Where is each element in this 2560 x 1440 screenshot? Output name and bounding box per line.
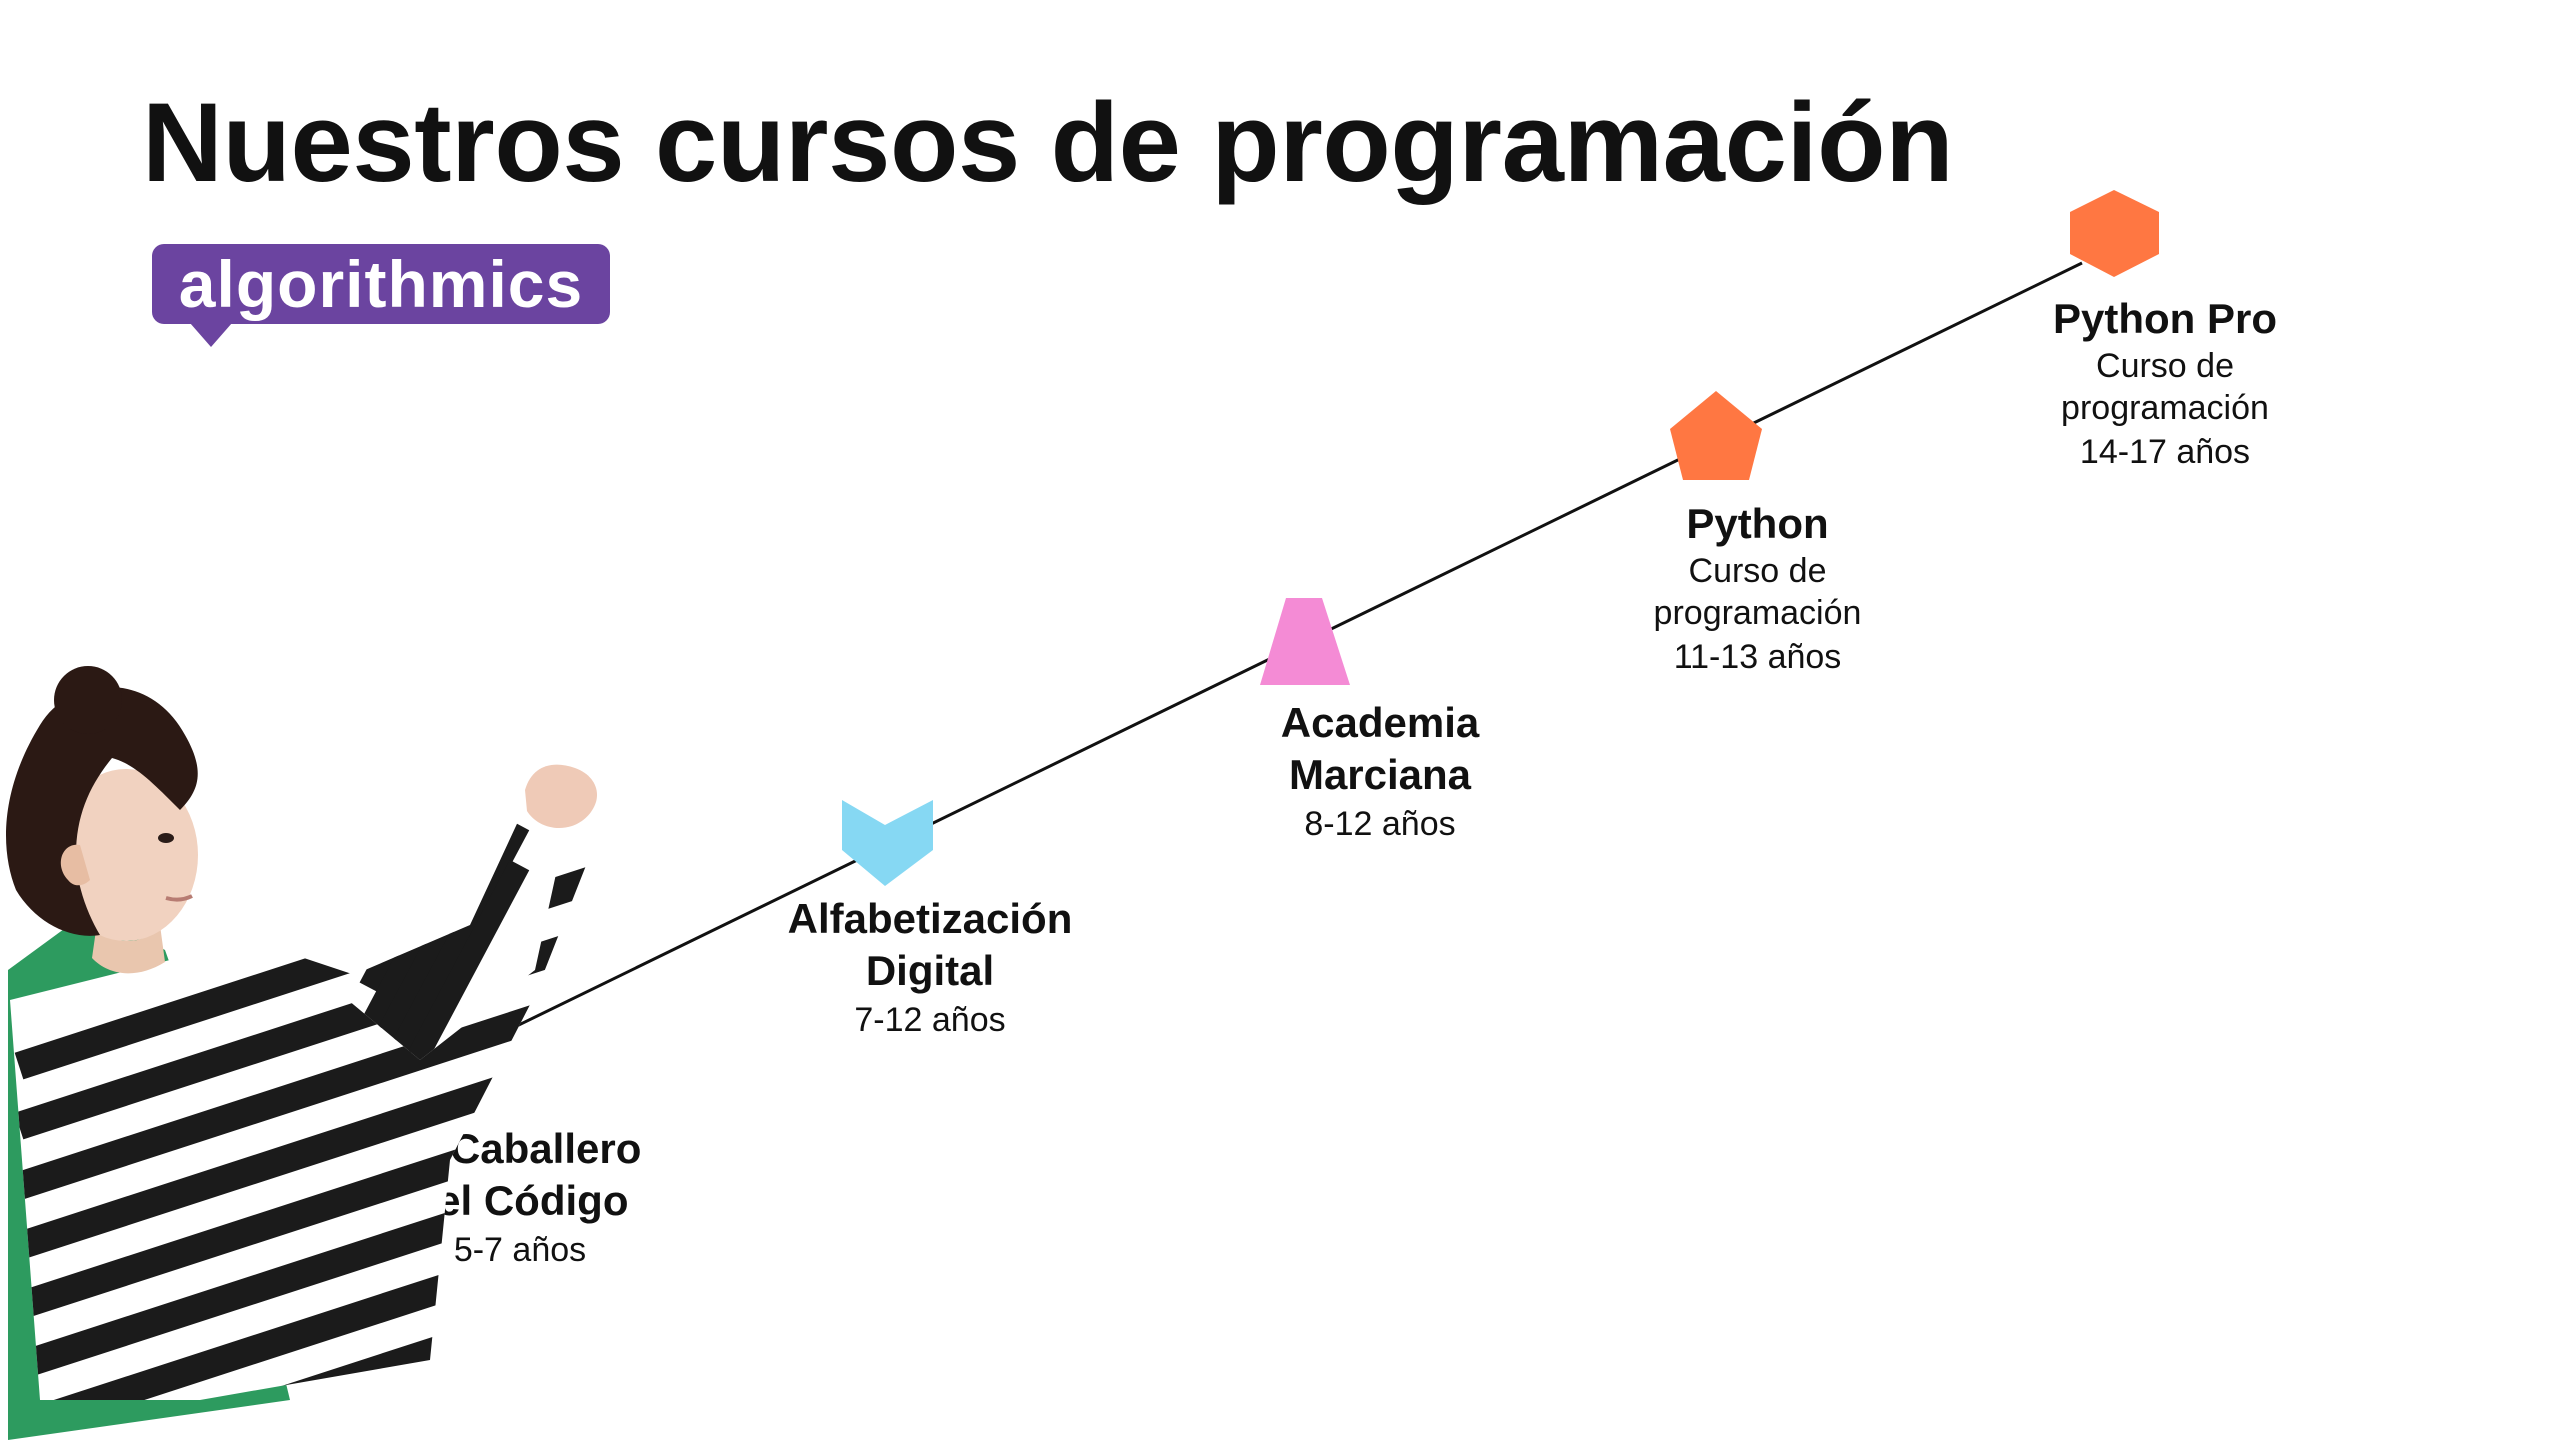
course-name-line-1: Python	[1686, 500, 1829, 547]
course-age-range: 14-17 años	[2079, 433, 2251, 471]
course-card-python-pro: Python Pro Curso de programación 14-17 a…	[2025, 293, 2305, 475]
course-name-line-2: del Código	[411, 1177, 629, 1224]
course-age-range: 7-12 años	[854, 1001, 1006, 1039]
course-name-line-1: Academia	[1280, 699, 1480, 746]
course-description-line-2: programación	[1653, 594, 1862, 632]
course-4-pentagon-marker	[1670, 391, 1762, 480]
course-card-academia: Academia Marciana 8-12 años	[1245, 697, 1515, 847]
course-name-line-1: Python Pro	[2052, 295, 2277, 342]
course-age-range: 11-13 años	[1673, 638, 1842, 676]
course-age-range: 8-12 años	[1304, 805, 1456, 843]
course-name-line-2: Marciana	[1288, 751, 1472, 798]
course-description-line-1: Curso de	[2096, 347, 2234, 385]
ear	[60, 844, 90, 886]
raised-fist	[525, 764, 598, 829]
course-3-trapezoid-marker	[1260, 598, 1350, 685]
mouth	[165, 894, 193, 902]
eye	[158, 833, 174, 843]
course-description-line-2: programación	[2061, 389, 2269, 427]
face	[54, 769, 198, 941]
course-5-hexagon-marker	[2070, 190, 2159, 277]
course-name-line-1: Alfabetización	[787, 895, 1073, 942]
course-2-chevron-marker	[842, 800, 933, 886]
hair	[6, 686, 198, 936]
child-superhero-illustration	[6, 666, 600, 1440]
algorithmics-logo: algorithmics	[152, 244, 610, 347]
course-name-line-2: Digital	[865, 947, 995, 994]
course-description-line-1: Curso de	[1688, 552, 1827, 590]
page-title: Nuestros cursos de programación	[142, 80, 1954, 205]
hair-bun	[54, 666, 122, 734]
course-card-python: Python Curso de programación 11-13 años	[1625, 498, 1890, 680]
course-card-alfabetizacion: Alfabetización Digital 7-12 años	[780, 893, 1080, 1043]
course-age-range: 5-7 años	[453, 1231, 587, 1269]
